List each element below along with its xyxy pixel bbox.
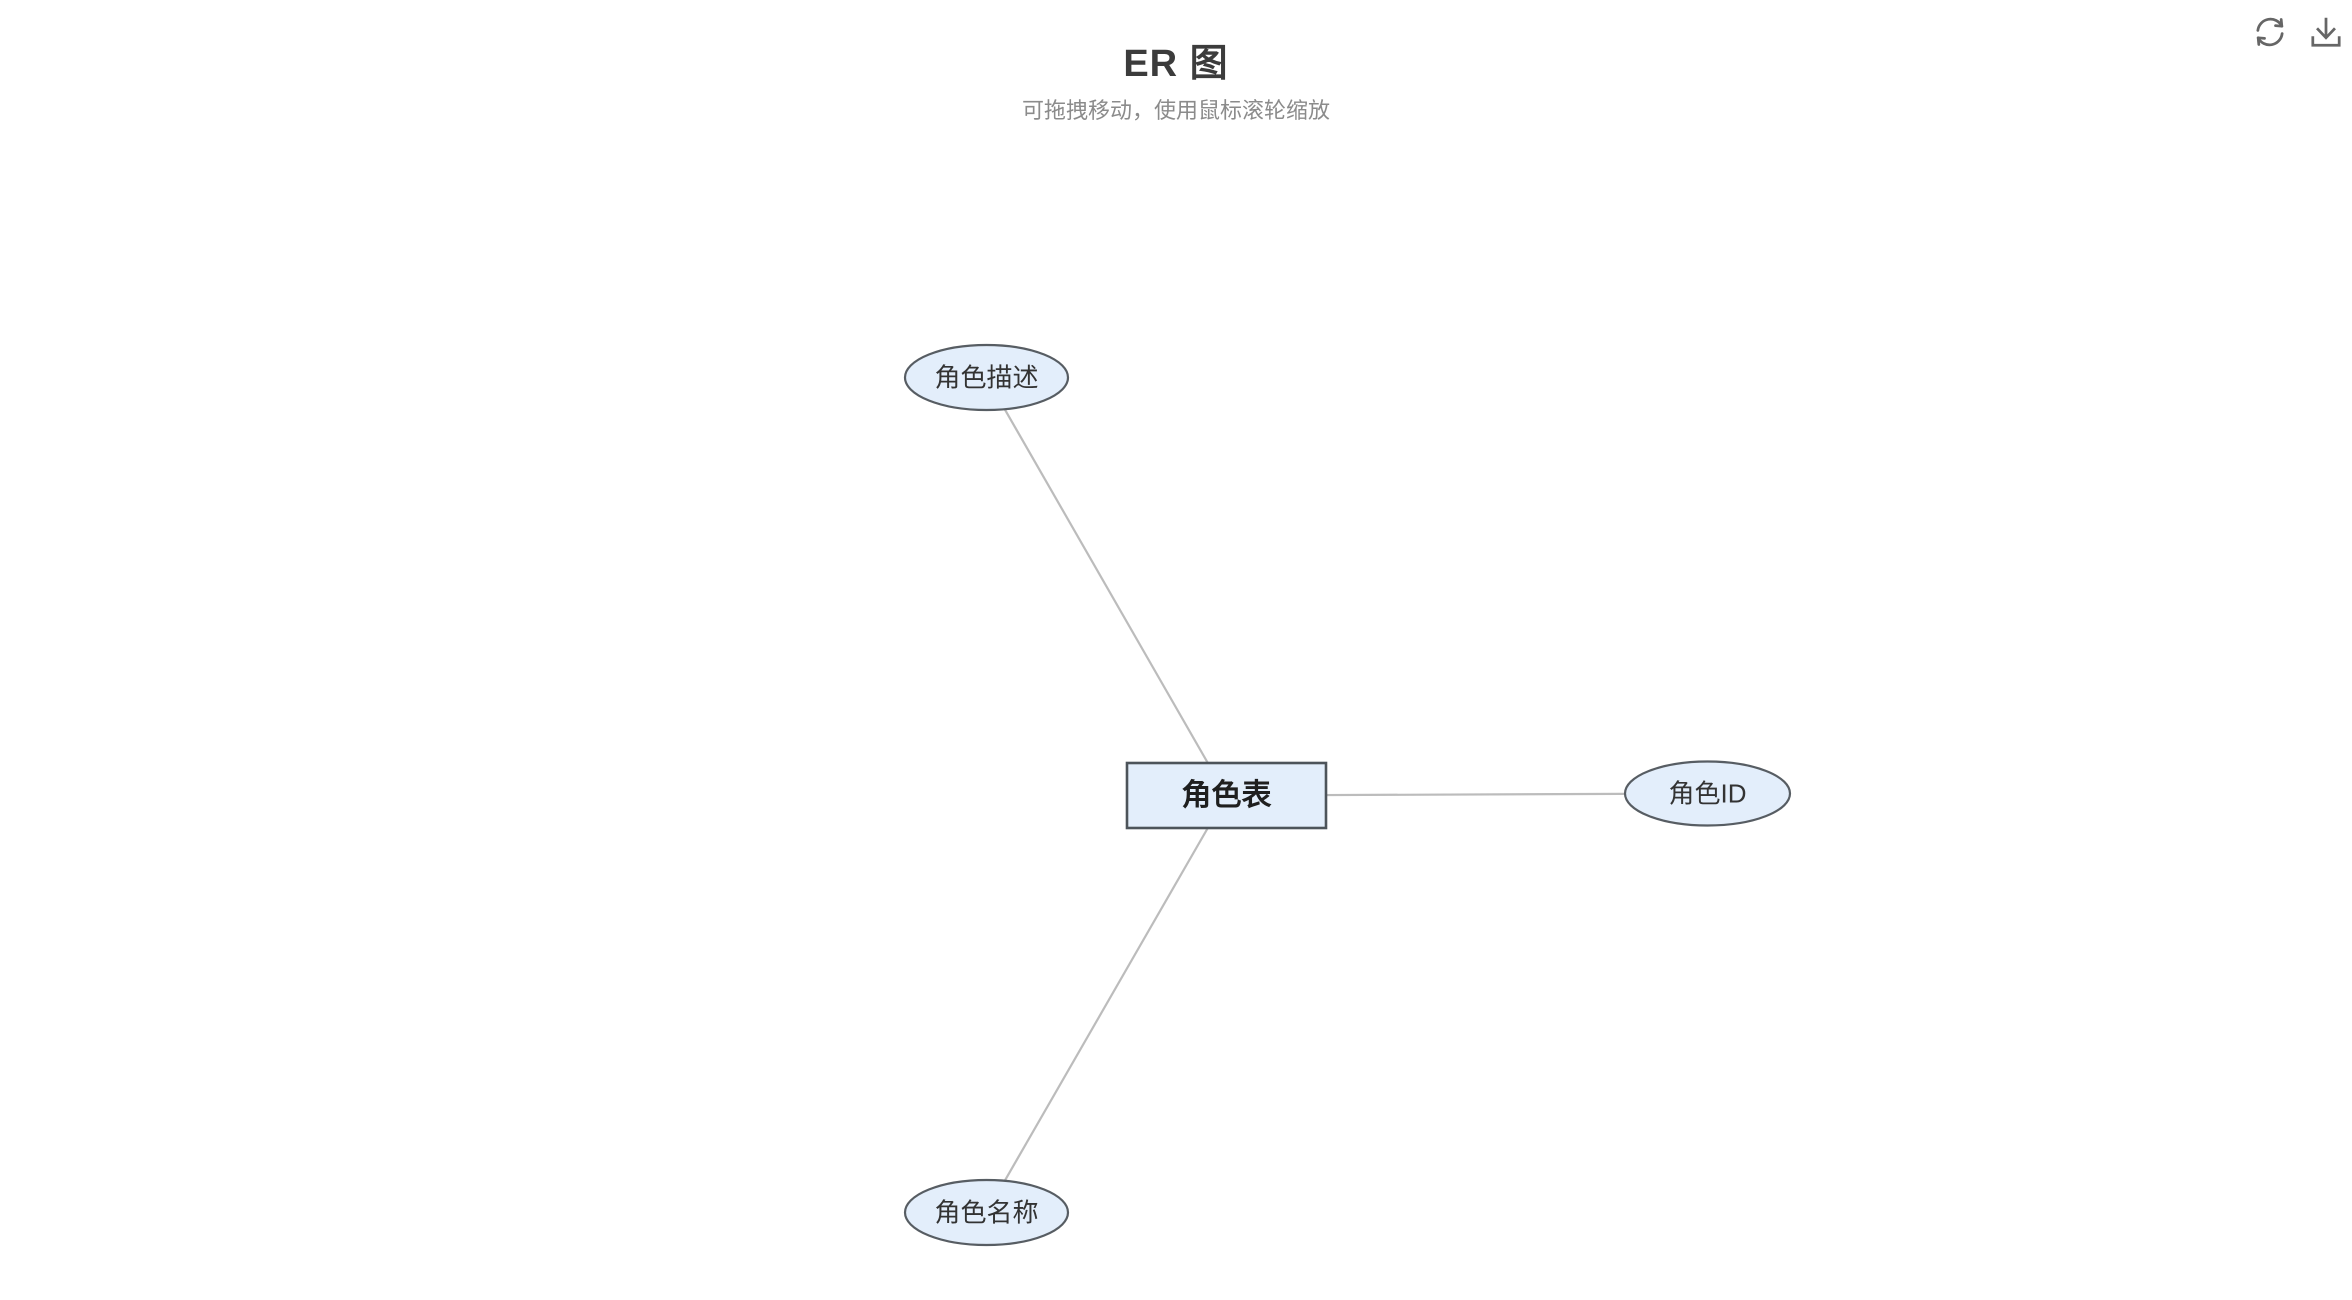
download-button[interactable] <box>2304 10 2348 54</box>
entity-label: 角色表 <box>1182 779 1272 812</box>
attribute-node-role-description[interactable]: 角色描述 <box>903 343 1070 412</box>
attribute-node-role-name[interactable]: 角色名称 <box>903 1178 1070 1247</box>
attribute-ellipse[interactable] <box>903 343 1070 412</box>
attribute-node-role-id[interactable]: 角色ID <box>1623 760 1792 827</box>
refresh-icon <box>2256 17 2284 47</box>
attribute-ellipse[interactable] <box>903 1178 1070 1247</box>
attribute-label: 角色ID <box>1668 779 1746 809</box>
refresh-button[interactable] <box>2248 10 2292 54</box>
edge-entity-to-attr-name <box>985 794 1228 1214</box>
edge-entity-to-attr-description <box>985 376 1228 797</box>
download-icon <box>2311 17 2341 47</box>
attribute-label: 角色描述 <box>934 363 1038 393</box>
entity-node-role-table[interactable]: 角色表 <box>1125 761 1328 830</box>
entity-rect[interactable] <box>1125 761 1328 830</box>
toolbar <box>2248 10 2348 54</box>
attribute-label: 角色名称 <box>934 1198 1038 1228</box>
attribute-ellipse[interactable] <box>1623 760 1792 827</box>
